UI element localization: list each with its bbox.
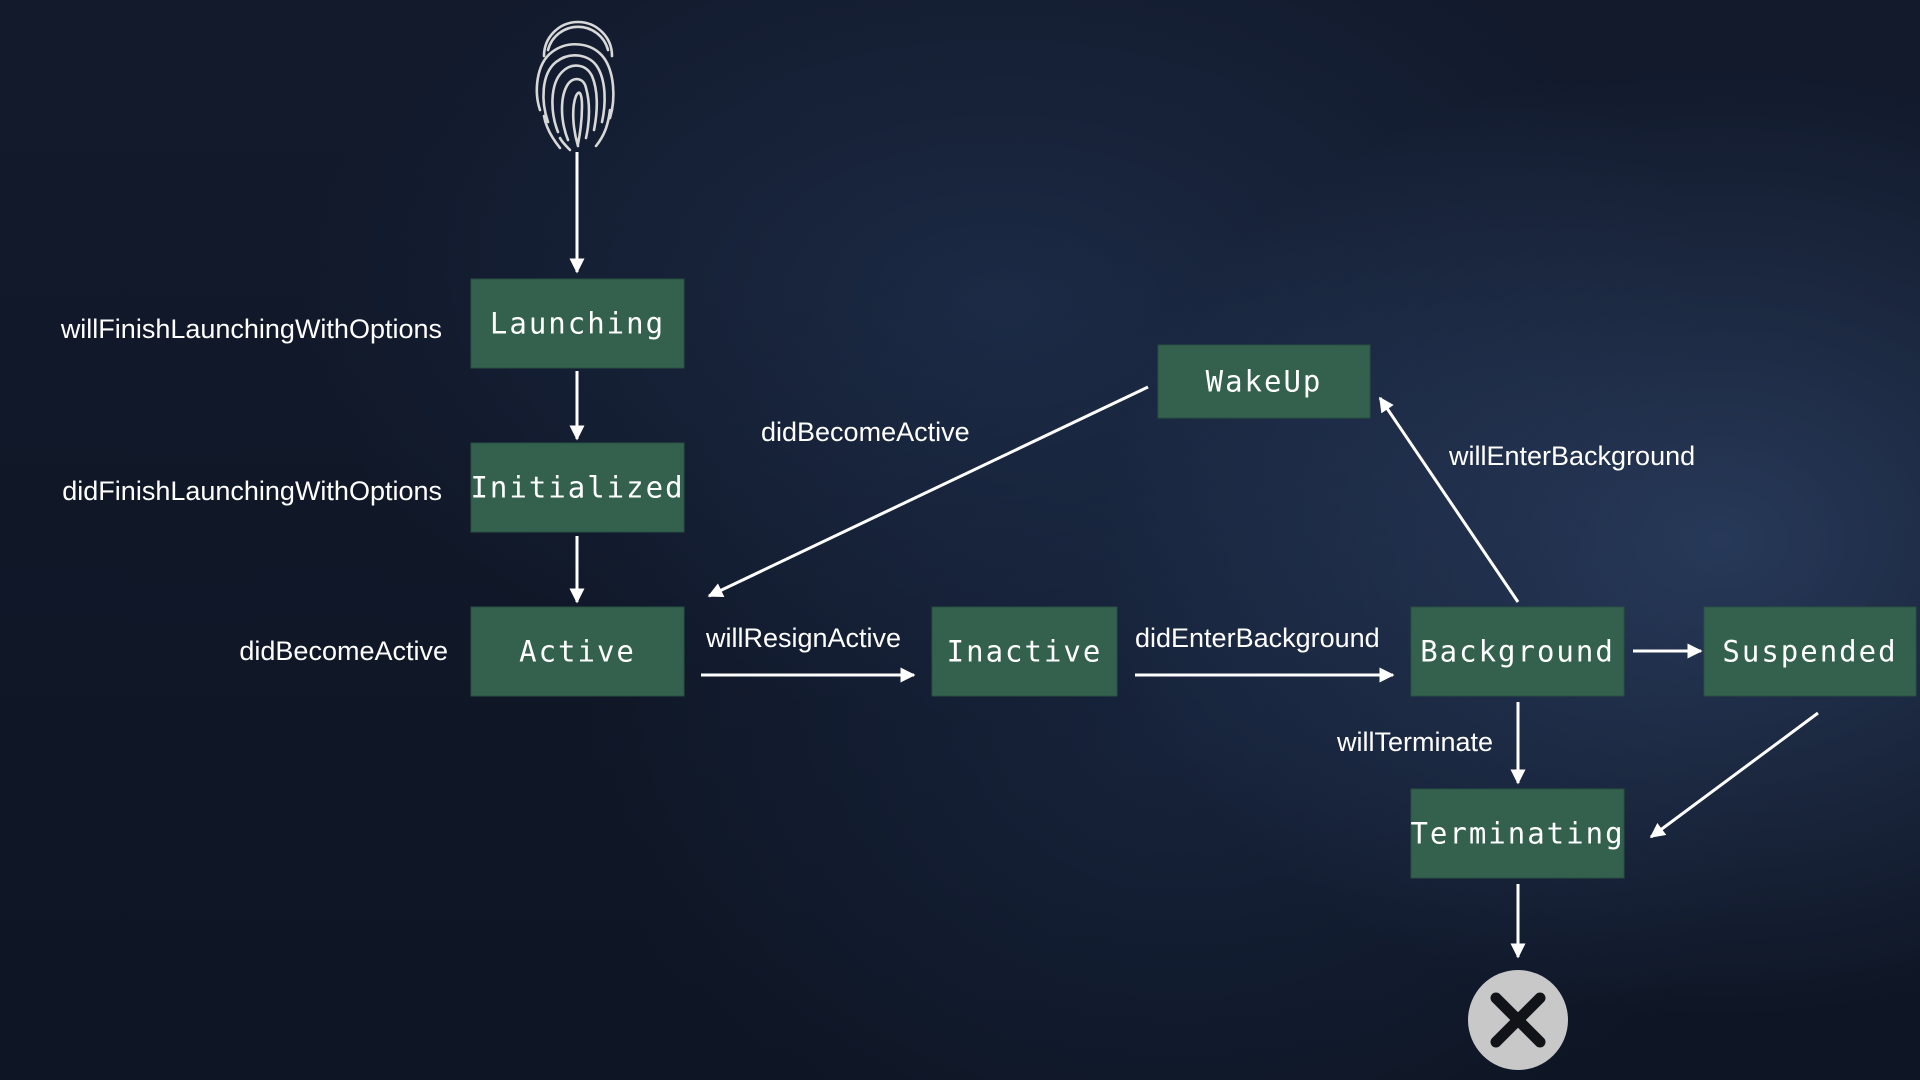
label-will-enter-background: willEnterBackground	[1448, 441, 1695, 471]
state-launching: Launching	[470, 278, 685, 369]
state-inactive: Inactive	[931, 606, 1118, 697]
edge-wakeup-to-active	[707, 385, 1149, 598]
state-initialized: Initialized	[470, 442, 685, 533]
state-launching-label: Launching	[490, 307, 665, 341]
state-suspended: Suspended	[1703, 606, 1917, 697]
end-marker	[1468, 970, 1568, 1070]
state-suspended-label: Suspended	[1722, 635, 1897, 669]
state-inactive-label: Inactive	[947, 635, 1103, 669]
close-icon	[1490, 992, 1546, 1048]
edge-suspended-to-terminating	[1649, 711, 1819, 839]
label-did-become-active-wakeup: didBecomeActive	[761, 417, 970, 447]
state-active: Active	[470, 606, 685, 697]
label-will-resign-active: willResignActive	[705, 623, 901, 653]
state-active-label: Active	[519, 635, 636, 669]
label-will-finish-launching: willFinishLaunchingWithOptions	[60, 314, 442, 344]
label-did-become-active: didBecomeActive	[239, 636, 448, 666]
state-initialized-label: Initialized	[470, 471, 684, 505]
label-did-enter-background: didEnterBackground	[1135, 623, 1380, 653]
edge-background-to-wakeup	[1378, 396, 1520, 603]
state-wakeup: WakeUp	[1157, 344, 1371, 419]
fingerprint-icon	[535, 20, 615, 152]
state-terminating-label: Terminating	[1410, 817, 1624, 851]
state-background-label: Background	[1420, 635, 1615, 669]
label-did-finish-launching: didFinishLaunchingWithOptions	[62, 476, 442, 506]
state-background: Background	[1410, 606, 1625, 697]
state-terminating: Terminating	[1410, 788, 1625, 879]
label-will-terminate: willTerminate	[1336, 727, 1493, 757]
state-wakeup-label: WakeUp	[1206, 365, 1323, 399]
